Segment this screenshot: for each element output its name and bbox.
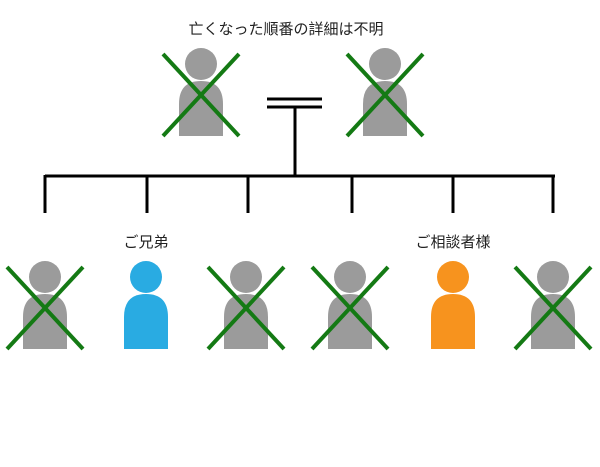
diagram-title: 亡くなった順番の詳細は不明 (188, 20, 384, 38)
deceased-cross-icon (5, 265, 85, 351)
cross-stroke-2 (513, 265, 593, 351)
person-icon-body (23, 294, 67, 349)
person-icon-body (531, 294, 575, 349)
person-icon-body (179, 81, 223, 136)
parent-father (161, 48, 241, 138)
person-icon-body (124, 294, 168, 349)
child-child-3 (206, 261, 286, 351)
cross-stroke-2 (310, 265, 390, 351)
cross-stroke-2 (345, 52, 425, 138)
cross-stroke-2 (5, 265, 85, 351)
person-icon-head (537, 261, 569, 293)
deceased-cross-icon (310, 265, 390, 351)
person-icon-head (29, 261, 61, 293)
deceased-cross-icon (513, 265, 593, 351)
person-icon-body (363, 81, 407, 136)
person-icon-body (431, 294, 475, 349)
person-icon-body (328, 294, 372, 349)
person-icon-head (437, 261, 469, 293)
cross-stroke-2 (161, 52, 241, 138)
connector-lines (43, 97, 555, 213)
parent-mother (345, 48, 425, 138)
child-child-4 (310, 261, 390, 351)
people-layer (5, 48, 593, 351)
label-brother: ご兄弟 (123, 233, 169, 251)
label-client: ご相談者様 (415, 233, 491, 251)
child-child-1 (5, 261, 85, 351)
child-brother (124, 261, 168, 349)
person-icon-head (369, 48, 401, 80)
deceased-cross-icon (345, 52, 425, 138)
deceased-cross-icon (206, 265, 286, 351)
person-icon-head (230, 261, 262, 293)
child-client (431, 261, 475, 349)
person-icon-head (130, 261, 162, 293)
person-icon-head (185, 48, 217, 80)
cross-stroke-2 (206, 265, 286, 351)
person-icon-body (224, 294, 268, 349)
person-icon-head (334, 261, 366, 293)
deceased-cross-icon (161, 52, 241, 138)
child-child-6 (513, 261, 593, 351)
